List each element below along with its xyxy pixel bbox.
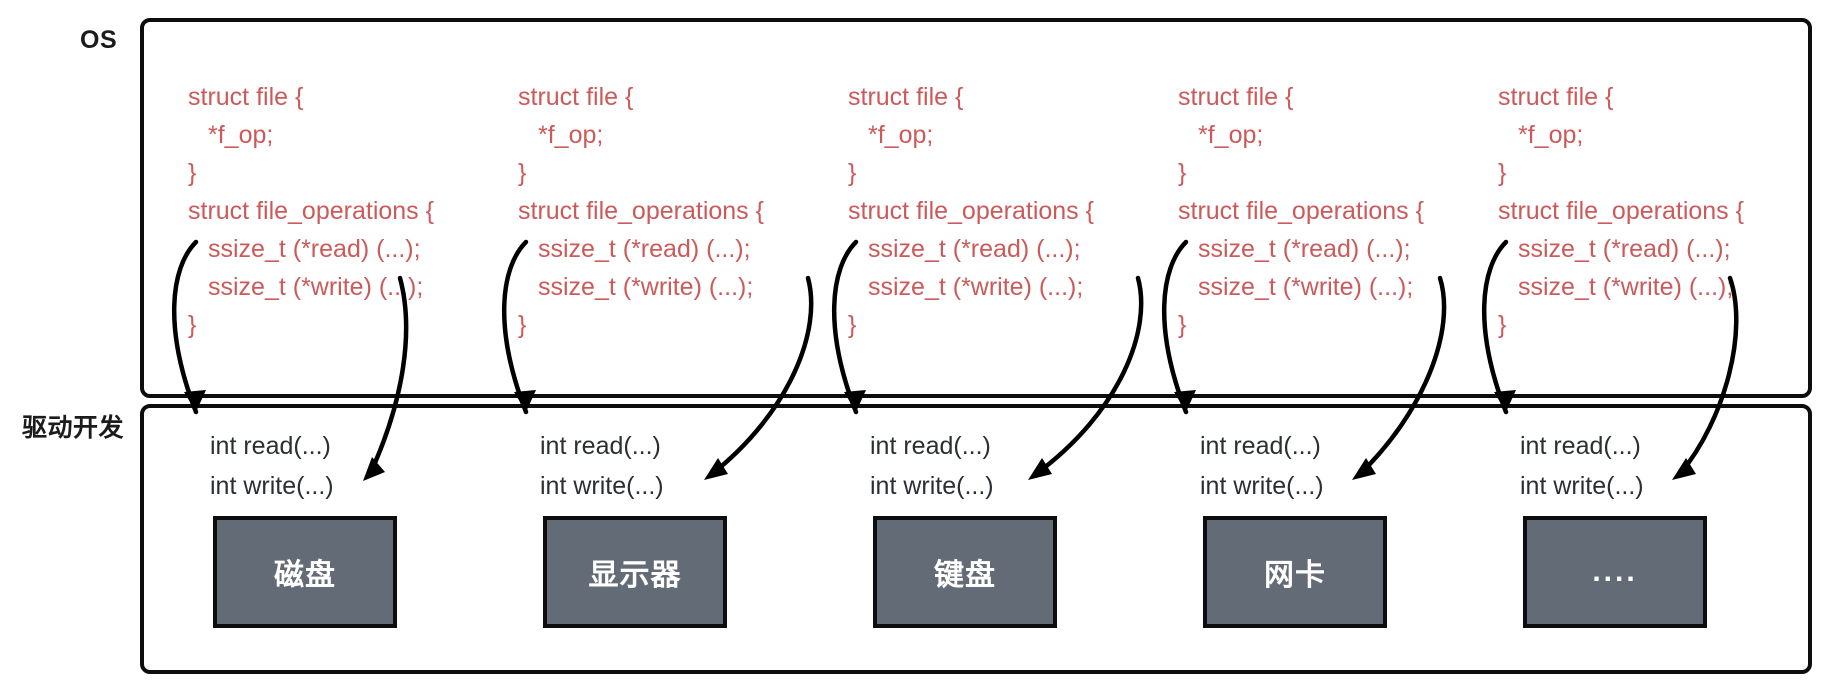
os-code-column-4: struct file { *f_op; } struct file_opera… (1498, 78, 1744, 344)
code-line-f-op: *f_op; (208, 121, 274, 149)
code-line-write: ssize_t (*write) (...); (1198, 273, 1414, 301)
driver-line-write: int write(...) (870, 472, 994, 500)
driver-line-write: int write(...) (1520, 472, 1644, 500)
code-line-close-brace-2: } (848, 311, 857, 339)
driver-line-write: int write(...) (1200, 472, 1324, 500)
code-line-close-brace-1: } (1178, 159, 1187, 187)
os-panel (140, 18, 1812, 398)
driver-line-read: int read(...) (1200, 432, 1321, 460)
code-line-struct-file-operations: struct file_operations { (848, 197, 1094, 225)
code-line-close-brace-1: } (1498, 159, 1507, 187)
device-box-others[interactable]: .... (1523, 516, 1707, 628)
os-code-column-3: struct file { *f_op; } struct file_opera… (1178, 78, 1424, 344)
code-line-write: ssize_t (*write) (...); (208, 273, 424, 301)
driver-line-read: int read(...) (540, 432, 661, 460)
section-label-driver: 驱动开发 (22, 414, 125, 442)
device-box-network-card[interactable]: 网卡 (1203, 516, 1387, 628)
code-line-read: ssize_t (*read) (...); (208, 235, 421, 263)
code-line-struct-file-operations: struct file_operations { (1178, 197, 1424, 225)
code-line-write: ssize_t (*write) (...); (1518, 273, 1734, 301)
driver-line-read: int read(...) (870, 432, 991, 460)
code-line-close-brace-2: } (1498, 311, 1507, 339)
section-label-os: OS (80, 26, 118, 54)
driver-code-column-2: int read(...) int write(...) (870, 426, 994, 506)
code-line-read: ssize_t (*read) (...); (1198, 235, 1411, 263)
code-line-close-brace-1: } (188, 159, 197, 187)
driver-line-read: int read(...) (210, 432, 331, 460)
device-box-keyboard[interactable]: 键盘 (873, 516, 1057, 628)
code-line-struct-file: struct file { (518, 83, 634, 111)
code-line-close-brace-1: } (518, 159, 527, 187)
code-line-read: ssize_t (*read) (...); (538, 235, 751, 263)
code-line-close-brace-2: } (518, 311, 527, 339)
code-line-read: ssize_t (*read) (...); (1518, 235, 1731, 263)
driver-line-write: int write(...) (210, 472, 334, 500)
code-line-struct-file-operations: struct file_operations { (188, 197, 434, 225)
code-line-struct-file-operations: struct file_operations { (1498, 197, 1744, 225)
driver-code-column-1: int read(...) int write(...) (540, 426, 664, 506)
os-code-column-0: struct file { *f_op; } struct file_opera… (188, 78, 434, 344)
code-line-write: ssize_t (*write) (...); (538, 273, 754, 301)
driver-code-column-0: int read(...) int write(...) (210, 426, 334, 506)
driver-code-column-3: int read(...) int write(...) (1200, 426, 1324, 506)
os-code-column-1: struct file { *f_op; } struct file_opera… (518, 78, 764, 344)
code-line-f-op: *f_op; (868, 121, 934, 149)
code-line-write: ssize_t (*write) (...); (868, 273, 1084, 301)
device-box-monitor[interactable]: 显示器 (543, 516, 727, 628)
code-line-struct-file: struct file { (188, 83, 304, 111)
os-code-column-2: struct file { *f_op; } struct file_opera… (848, 78, 1094, 344)
driver-line-write: int write(...) (540, 472, 664, 500)
code-line-struct-file-operations: struct file_operations { (518, 197, 764, 225)
code-line-close-brace-1: } (848, 159, 857, 187)
code-line-f-op: *f_op; (1518, 121, 1584, 149)
code-line-struct-file: struct file { (848, 83, 964, 111)
device-box-disk[interactable]: 磁盘 (213, 516, 397, 628)
code-line-struct-file: struct file { (1178, 83, 1294, 111)
driver-line-read: int read(...) (1520, 432, 1641, 460)
code-line-f-op: *f_op; (1198, 121, 1264, 149)
code-line-read: ssize_t (*read) (...); (868, 235, 1081, 263)
code-line-f-op: *f_op; (538, 121, 604, 149)
code-line-close-brace-2: } (188, 311, 197, 339)
code-line-close-brace-2: } (1178, 311, 1187, 339)
code-line-struct-file: struct file { (1498, 83, 1614, 111)
driver-code-column-4: int read(...) int write(...) (1520, 426, 1644, 506)
